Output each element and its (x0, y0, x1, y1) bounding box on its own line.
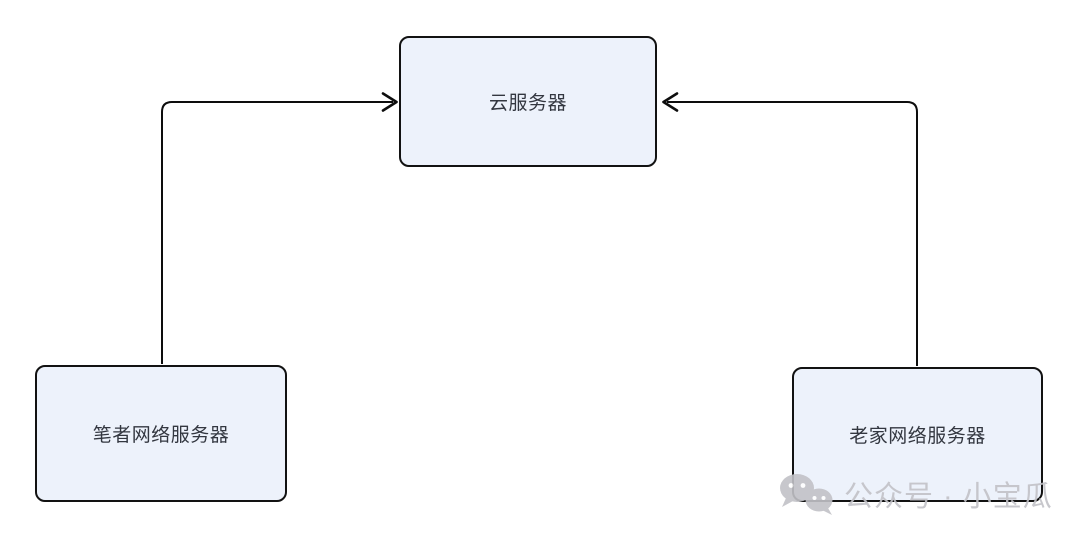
node-cloud-server-label: 云服务器 (488, 93, 567, 114)
arrowhead-left-icon (662, 92, 679, 112)
node-hometown-server: 老家网络服务器 (792, 367, 1043, 502)
node-cloud-server: 云服务器 (399, 36, 657, 167)
edge-author-to-cloud (161, 101, 393, 364)
edge-hometown-to-cloud (667, 101, 918, 366)
node-author-server: 笔者网络服务器 (35, 365, 287, 502)
node-author-server-label: 笔者网络服务器 (92, 425, 230, 446)
arrowhead-right-icon (381, 92, 398, 112)
node-hometown-server-label: 老家网络服务器 (849, 426, 986, 447)
